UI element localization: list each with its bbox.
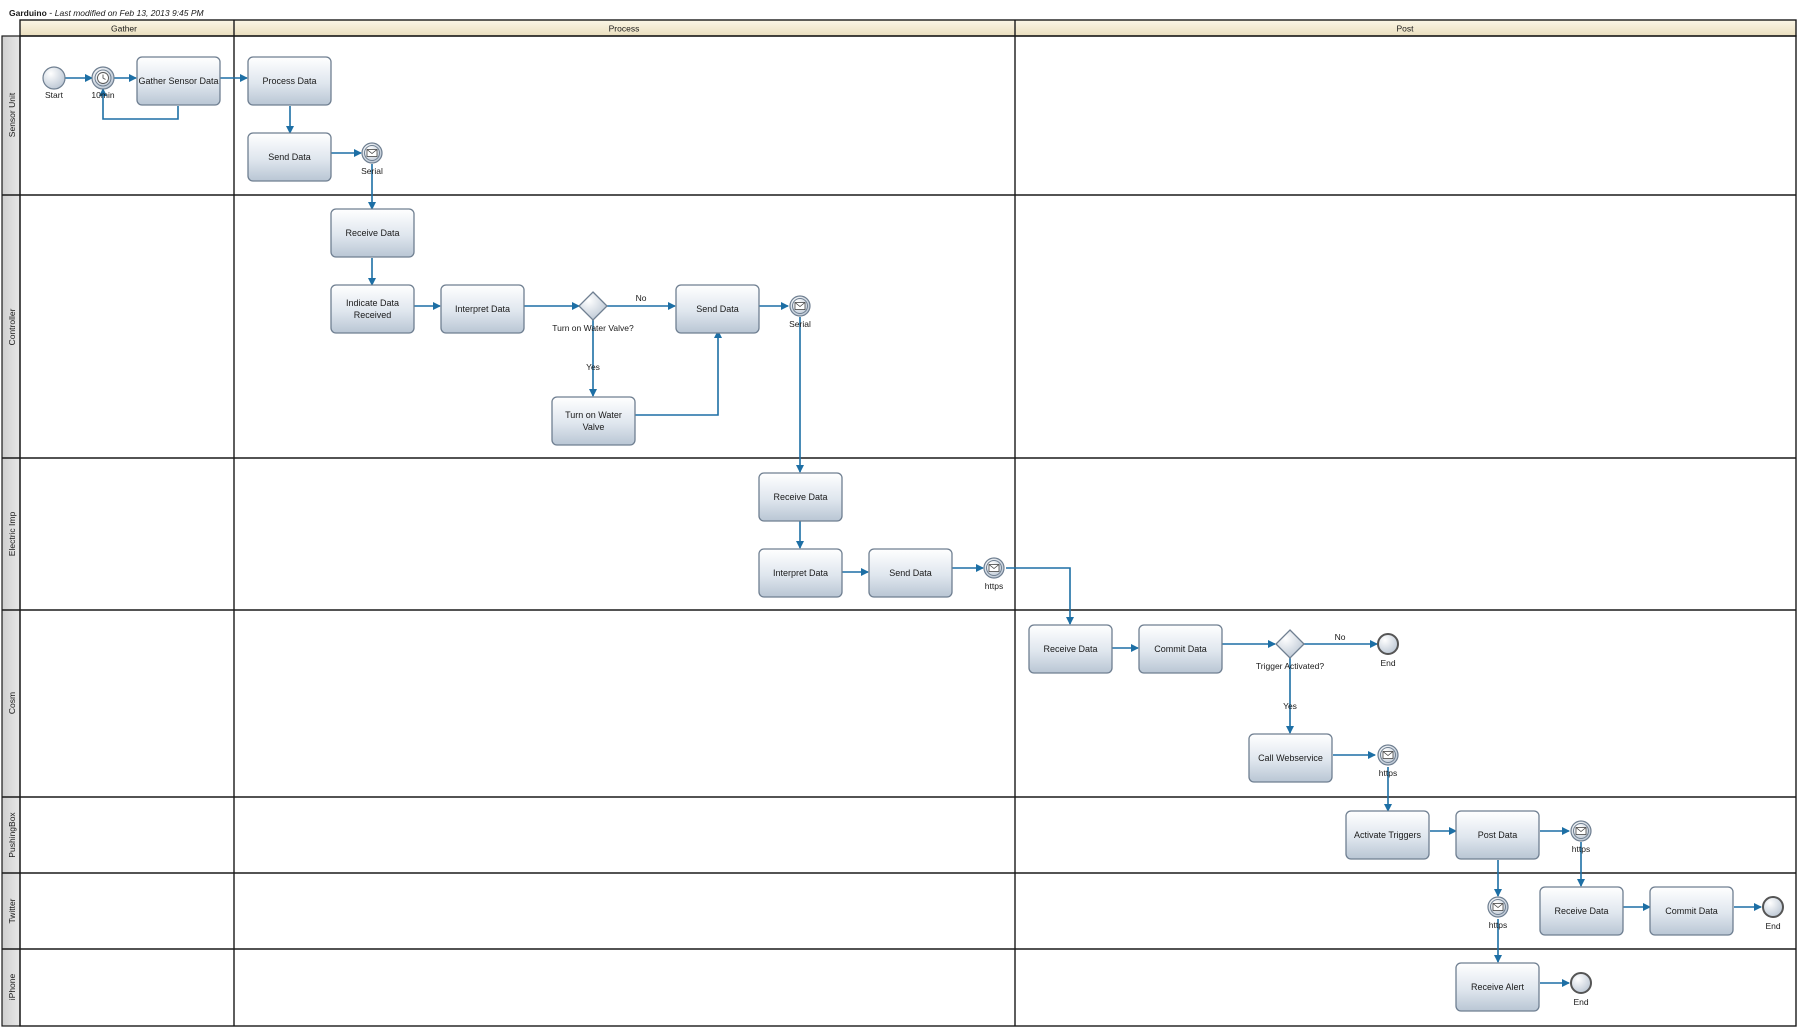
lane-electric-imp: Electric Imp [7, 512, 17, 557]
svg-text:Turn on Water Valve?: Turn on Water Valve? [552, 323, 634, 333]
timer-event[interactable]: 10min [91, 66, 115, 100]
svg-text:10min: 10min [91, 90, 114, 100]
svg-text:End: End [1573, 997, 1588, 1007]
svg-text:Send Data: Send Data [696, 304, 739, 314]
svg-text:Receive Data: Receive Data [1043, 644, 1097, 654]
svg-text:https: https [985, 581, 1003, 591]
svg-text:Receive Data: Receive Data [1554, 906, 1608, 916]
envelope-icon [794, 302, 806, 310]
column-gather: Gather [111, 24, 137, 34]
svg-text:Valve: Valve [583, 422, 605, 432]
gateways: Turn on Water Valve? Trigger Activated? [552, 291, 1324, 671]
flow-label-no-valve: No [636, 293, 647, 303]
envelope-icon [988, 564, 1000, 572]
task-gather-sensor-data[interactable]: Gather Sensor Data [136, 56, 221, 106]
svg-text:Interpret Data: Interpret Data [455, 304, 510, 314]
end-event-twitter[interactable]: End [1762, 896, 1784, 931]
svg-text:Post Data: Post Data [1478, 830, 1518, 840]
end-event-cosm[interactable]: End [1377, 633, 1399, 668]
message-event-https-4[interactable]: https [1487, 896, 1509, 930]
envelope-icon [1382, 751, 1394, 759]
flow-valve-send [635, 330, 722, 416]
message-event-serial-2[interactable]: Serial [789, 295, 811, 329]
lane-sensor-unit: Sensor Unit [7, 92, 17, 137]
flow-gather-loop [99, 88, 179, 120]
flow-label-no-trigger: No [1335, 632, 1346, 642]
envelope-icon [1492, 903, 1504, 911]
lane-pushingbox: PushingBox [7, 812, 17, 858]
task-cosm-receive-data[interactable]: Receive Data [1028, 624, 1113, 674]
svg-text:Received: Received [354, 310, 392, 320]
svg-text:Turn on Water: Turn on Water [565, 410, 622, 420]
svg-text:https: https [1572, 844, 1590, 854]
last-modified: Last modified on Feb 13, 2013 9:45 PM [55, 8, 205, 18]
svg-text:Start: Start [45, 90, 64, 100]
svg-text:Trigger Activated?: Trigger Activated? [1256, 661, 1324, 671]
message-event-https-1[interactable]: https [983, 557, 1005, 591]
task-turn-on-water-valve[interactable]: Turn on Water Valve [551, 396, 636, 446]
envelope-icon [366, 149, 378, 157]
tasks: Gather Sensor Data Process Data Send Dat… [136, 56, 1734, 1012]
svg-text:Gather Sensor Data: Gather Sensor Data [138, 76, 218, 86]
lane-iphone: iPhone [7, 973, 17, 1000]
svg-text:Serial: Serial [789, 319, 811, 329]
svg-text:Send Data: Send Data [268, 152, 311, 162]
task-activate-triggers[interactable]: Activate Triggers [1345, 810, 1430, 860]
task-process-data[interactable]: Process Data [247, 56, 332, 106]
events: Start 10min Serial Serial https [42, 66, 1784, 1007]
svg-text:Receive Alert: Receive Alert [1471, 982, 1525, 992]
svg-text:Interpret Data: Interpret Data [773, 568, 828, 578]
task-imp-send-data[interactable]: Send Data [868, 548, 953, 598]
gateway-trigger-activated[interactable]: Trigger Activated? [1256, 629, 1324, 671]
column-headers: Gather Process Post [19, 19, 1797, 37]
flow-label-yes-trigger: Yes [1283, 701, 1297, 711]
svg-text:Activate Triggers: Activate Triggers [1354, 830, 1422, 840]
svg-text:Commit Data: Commit Data [1154, 644, 1207, 654]
start-event[interactable]: Start [42, 66, 66, 100]
svg-text:End: End [1380, 658, 1395, 668]
task-call-webservice[interactable]: Call Webservice [1248, 733, 1333, 783]
sequence-flows [65, 74, 1762, 987]
flow-label-yes-valve: Yes [586, 362, 600, 372]
gateway-turn-on-water-valve[interactable]: Turn on Water Valve? [552, 291, 634, 333]
pool-grid [2, 35, 1797, 1027]
svg-text:Commit Data: Commit Data [1665, 906, 1718, 916]
message-event-https-2[interactable]: https [1377, 744, 1399, 778]
column-post: Post [1396, 24, 1414, 34]
task-imp-receive-data[interactable]: Receive Data [758, 472, 843, 522]
svg-text:Send Data: Send Data [889, 568, 932, 578]
svg-text:Call Webservice: Call Webservice [1258, 753, 1323, 763]
flow-https-cosm [1006, 567, 1074, 625]
task-post-data[interactable]: Post Data [1455, 810, 1540, 860]
column-process: Process [609, 24, 640, 34]
svg-text:End: End [1765, 921, 1780, 931]
lane-cosm: Cosm [7, 692, 17, 714]
task-imp-interpret-data[interactable]: Interpret Data [758, 548, 843, 598]
lane-headers: Sensor Unit Controller Electric Imp Cosm… [1, 35, 21, 1027]
message-event-https-3[interactable]: https [1570, 820, 1592, 854]
svg-text:Receive Data: Receive Data [773, 492, 827, 502]
task-cosm-commit-data[interactable]: Commit Data [1138, 624, 1223, 674]
task-receive-alert[interactable]: Receive Alert [1455, 962, 1540, 1012]
task-sensor-send-data[interactable]: Send Data [247, 132, 332, 182]
task-indicate-data-received[interactable]: Indicate Data Received [330, 284, 415, 334]
svg-text:Indicate Data: Indicate Data [346, 298, 399, 308]
svg-text:Receive Data: Receive Data [345, 228, 399, 238]
task-controller-receive-data[interactable]: Receive Data [330, 208, 415, 258]
svg-text:https: https [1489, 920, 1507, 930]
task-twitter-commit-data[interactable]: Commit Data [1649, 886, 1734, 936]
lane-controller: Controller [7, 308, 17, 345]
end-event-iphone[interactable]: End [1570, 972, 1592, 1007]
message-event-serial-1[interactable]: Serial [361, 142, 383, 176]
diagram-title: Garduino - Last modified on Feb 13, 2013… [9, 8, 205, 18]
svg-text:https: https [1379, 768, 1397, 778]
task-controller-send-data[interactable]: Send Data [675, 284, 760, 334]
task-controller-interpret-data[interactable]: Interpret Data [440, 284, 525, 334]
svg-text:Process Data: Process Data [262, 76, 316, 86]
svg-text:Serial: Serial [361, 166, 383, 176]
envelope-icon [1575, 827, 1587, 835]
task-twitter-receive-data[interactable]: Receive Data [1539, 886, 1624, 936]
lane-twitter: Twitter [7, 898, 17, 923]
